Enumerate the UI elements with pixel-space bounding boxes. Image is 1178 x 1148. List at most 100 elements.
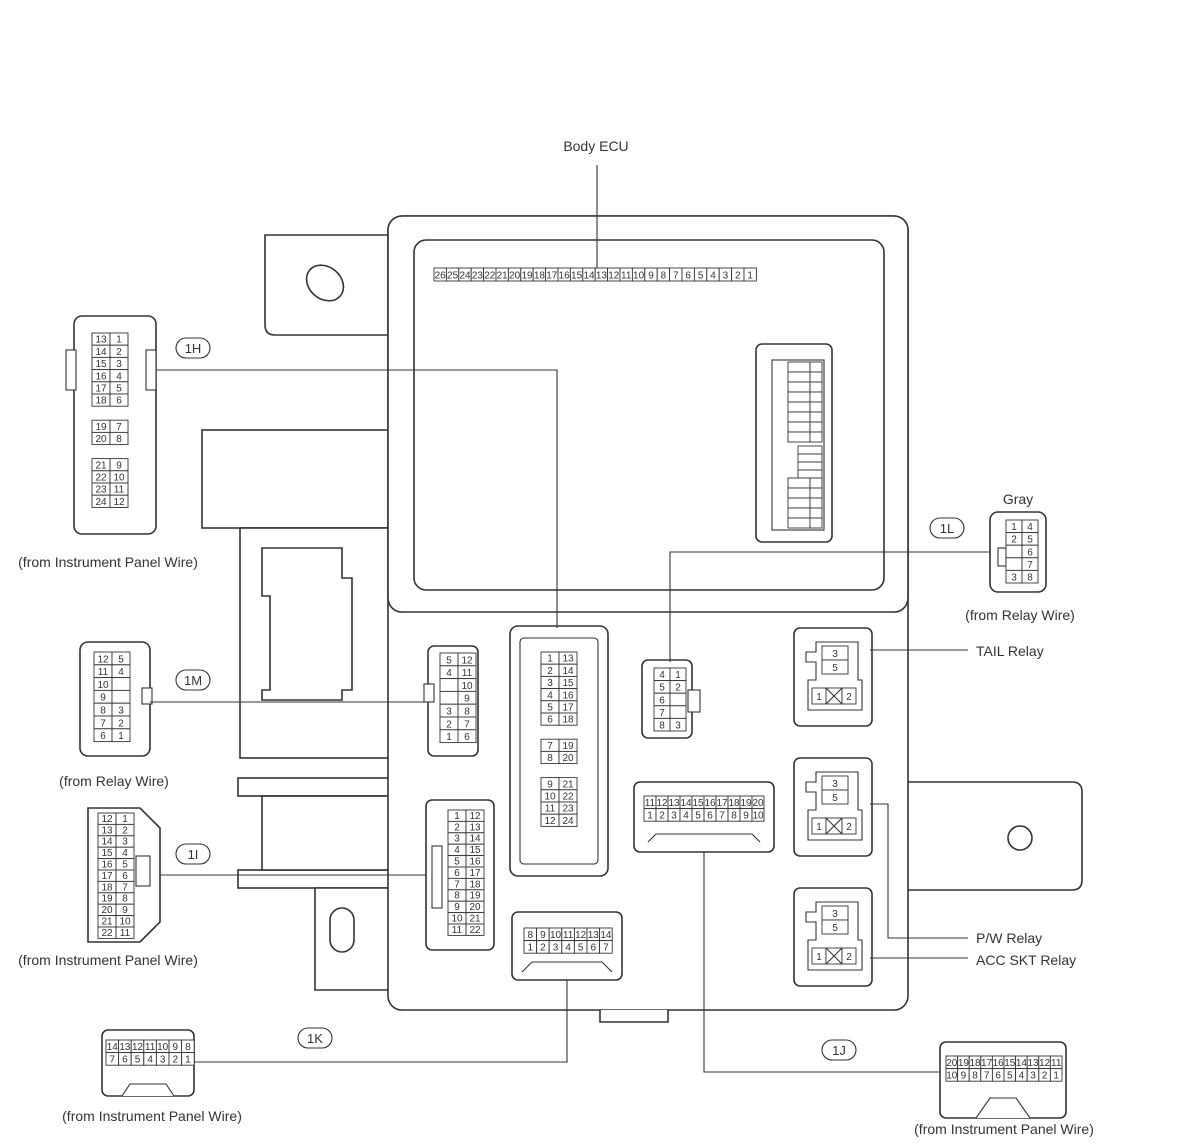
pin-number: 11 <box>114 485 125 496</box>
cavity <box>787 487 811 499</box>
callout-bubble <box>175 669 211 691</box>
pin-number: 6 <box>995 1071 1001 1082</box>
pin-number: 20 <box>95 434 107 445</box>
pin-number: 9 <box>540 930 546 941</box>
pin-number: 5 <box>695 811 701 822</box>
pin-number: 12 <box>469 811 481 822</box>
connector-code-1H: 1H <box>185 341 202 356</box>
cavity <box>809 487 823 499</box>
pin-number: 12 <box>97 654 109 665</box>
pin-number: 17 <box>716 798 728 809</box>
leader-1K <box>194 980 568 1063</box>
pin-number: 1 <box>122 814 128 825</box>
ecu-pin-number: 23 <box>472 271 484 282</box>
pin-cell <box>1021 569 1039 584</box>
pin-number: 11 <box>545 804 556 815</box>
pin-number: 11 <box>145 1042 156 1053</box>
pin-number: 8 <box>547 753 553 764</box>
pin-number: 9 <box>961 1071 967 1082</box>
pin-number: 9 <box>743 811 749 822</box>
connector-code-1K: 1K <box>307 1031 323 1046</box>
leader-1J <box>703 852 940 1073</box>
pin-number: 22 <box>469 925 481 936</box>
slot-hole <box>329 907 355 953</box>
pin-number: 7 <box>547 741 553 752</box>
pin-number: 16 <box>469 857 481 868</box>
ecu-pin-number: 13 <box>596 271 608 282</box>
pin-number: 12 <box>101 814 113 825</box>
ecu-pin-number: 25 <box>447 271 459 282</box>
callout-bubble <box>175 337 211 359</box>
ecu-pin-number: 7 <box>673 271 679 282</box>
callout-1J: 1J <box>821 1039 857 1061</box>
pin-number: 19 <box>958 1058 970 1069</box>
pin-number: 3 <box>116 359 122 370</box>
from-ip-wire-label: (from Instrument Panel Wire) <box>18 554 198 570</box>
pin-number: 14 <box>680 798 692 809</box>
tail-relay-label: TAIL Relay <box>976 643 1044 659</box>
pin-number: 9 <box>122 905 128 916</box>
pin-number: 16 <box>95 371 107 382</box>
pin-number: 4 <box>446 668 452 679</box>
pin-cell <box>669 705 687 719</box>
mounting-hole-right <box>1007 825 1033 851</box>
ecu-pin-cell <box>743 267 757 282</box>
pin-cell <box>599 940 613 954</box>
from-ip-wire-label: (from Instrument Panel Wire) <box>62 1108 242 1124</box>
left-rail-lower <box>237 869 393 889</box>
pin-number: 10 <box>550 930 562 941</box>
relay-pin-number: 2 <box>846 952 852 963</box>
cavity <box>787 497 811 509</box>
pin-number: 9 <box>454 902 460 913</box>
left-rail-upper <box>237 777 393 797</box>
pin-number: 5 <box>116 384 122 395</box>
pin-number: 14 <box>101 837 113 848</box>
pin-number: 24 <box>95 497 107 508</box>
from-relay-wire-label: (from Relay Wire) <box>965 607 1075 623</box>
pin-number: 3 <box>160 1055 166 1066</box>
connector-1I-latch <box>431 845 443 909</box>
pin-number: 5 <box>122 860 128 871</box>
ecu-pin-number: 15 <box>571 271 583 282</box>
pin-number: 17 <box>981 1058 993 1069</box>
pin-number: 5 <box>446 655 452 666</box>
ecu-pin-number: 12 <box>608 271 620 282</box>
relay-pin-number: 1 <box>816 952 822 963</box>
pin-number: 1 <box>528 943 534 954</box>
cavity <box>787 381 811 393</box>
pin-number: 2 <box>1011 535 1017 546</box>
pin-number: 13 <box>95 335 107 346</box>
callout-1H: 1H <box>175 337 211 359</box>
relay-pin-number: 5 <box>832 663 838 674</box>
connector-1M-side-latch <box>141 687 153 705</box>
pin-number: 15 <box>562 678 574 689</box>
cavity <box>787 507 811 519</box>
from-ip-wire-label: (from Instrument Panel Wire) <box>914 1121 1094 1137</box>
pin-number: 17 <box>95 384 107 395</box>
pin-number: 4 <box>122 848 128 859</box>
cavity <box>787 391 811 403</box>
pin-cell <box>111 689 131 704</box>
pin-number: 7 <box>100 718 106 729</box>
pin-number: 7 <box>454 879 460 890</box>
pin-cell <box>669 692 687 707</box>
relay-cross-mark <box>825 817 843 835</box>
pin-number: 5 <box>578 943 584 954</box>
pin-number: 2 <box>446 719 452 730</box>
callout-bubble <box>297 1027 333 1049</box>
relay-cross-mark <box>825 687 843 705</box>
pin-number: 18 <box>469 879 481 890</box>
connector-1H-side-latch <box>65 349 77 391</box>
pin-number: 9 <box>173 1042 179 1053</box>
bottom-tab <box>599 1010 669 1023</box>
relay-pin-cell <box>821 659 849 675</box>
